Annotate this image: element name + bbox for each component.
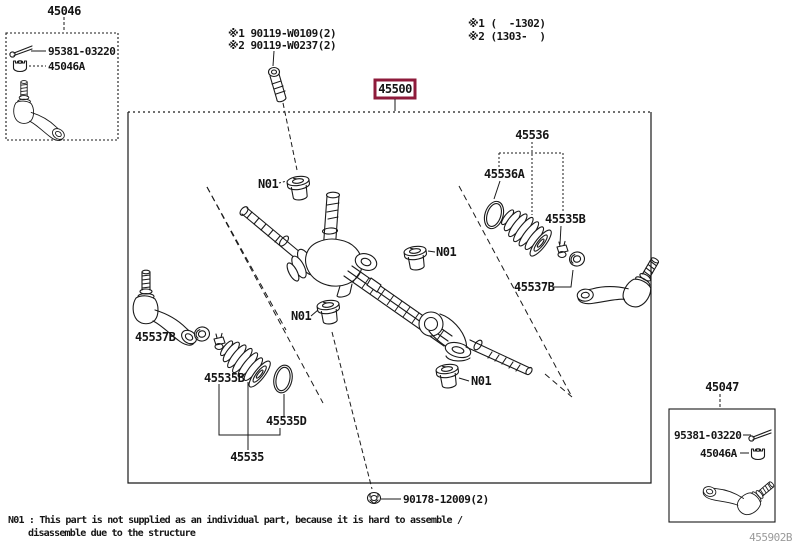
castle-nut-icon-right (750, 448, 766, 461)
callout-90178-12009[interactable]: 90178-12009(2) (403, 493, 489, 506)
figure-code-watermark: 455902B (749, 531, 793, 544)
callout-45535[interactable]: 45535 (230, 450, 264, 464)
callout-45535B-right[interactable]: 45535B (545, 212, 586, 226)
snap-ring-right (480, 198, 508, 232)
rack-guide-nut-callout: 90178-12009(2) (366, 491, 489, 506)
pinion-bolt-callout: ※1 90119-W0109(2) ※2 90119-W0237(2) (228, 27, 337, 171)
castle-nut-icon (12, 60, 28, 73)
boot-group-right: 45536 45536A 45535B 45537B (480, 128, 668, 332)
callout-45046A-right[interactable]: 45046A (700, 447, 738, 460)
tie-rod-end-drawing-box-left (13, 80, 67, 143)
callout-45046[interactable]: 45046 (47, 4, 81, 18)
label-n01-1: N01 (258, 177, 278, 191)
hex-nut-icon (366, 491, 382, 505)
footnote-line-1: N01 : This part is not supplied as an in… (8, 514, 463, 526)
label-n01-2: N01 (436, 245, 456, 259)
note-range-2: ※2 (1303- ) (468, 30, 546, 43)
applicability-notes: ※1 ( -1302) ※2 (1303- ) (468, 17, 546, 43)
footnote-line-2: disassemble due to the structure (28, 527, 196, 539)
callout-90119-W0109[interactable]: ※1 90119-W0109(2) (228, 27, 337, 40)
callout-45500-group[interactable]: 45500 (373, 78, 417, 111)
rack-shaft-right (465, 339, 533, 376)
gear-housing (286, 238, 378, 298)
boot-end-ring-left (270, 362, 296, 396)
mount-grommet-4 (434, 362, 462, 390)
callout-45536A[interactable]: 45536A (484, 167, 526, 181)
callout-90119-W0237[interactable]: ※2 90119-W0237(2) (228, 39, 337, 52)
bracket-45535 (218, 382, 281, 450)
leader-45535B-right (559, 225, 562, 245)
callout-45046A-left[interactable]: 45046A (48, 60, 86, 73)
mount-grommet-1 (285, 174, 313, 202)
leader-45537B-right (553, 269, 574, 288)
bracket-45536 (498, 142, 564, 215)
lock-washer-right (567, 249, 587, 269)
n01-labels: N01 N01 N01 N01 (258, 177, 492, 388)
callout-45535D[interactable]: 45535D (266, 414, 307, 428)
callout-45535B-left[interactable]: 45535B (204, 371, 245, 385)
callout-95381-03220-left[interactable]: 95381-03220 (48, 45, 116, 58)
box-45046: 45046 95381-03220 45046A (5, 4, 119, 143)
projection-lines (206, 185, 573, 490)
cotter-pin-icon (9, 45, 33, 58)
mount-grommet-3 (315, 298, 343, 326)
leader-bolt (272, 50, 275, 67)
inner-tie-rod-left (239, 206, 302, 260)
callout-45537B-left[interactable]: 45537B (135, 330, 176, 344)
boot-group-left: 45537B 45535B 45535D 45535 (132, 269, 307, 464)
cotter-pin-icon-right (748, 429, 772, 442)
box-45047-border (668, 408, 776, 523)
tie-rod-end-drawing-right (571, 231, 668, 332)
rack-end-housing (418, 311, 472, 362)
pinion-input-shaft (321, 191, 341, 253)
label-n01-3: N01 (291, 309, 311, 323)
callout-45047[interactable]: 45047 (705, 380, 739, 394)
bolt-drawing (267, 66, 287, 103)
leader-45536A (493, 180, 501, 200)
note-range-1: ※1 ( -1302) (468, 17, 546, 30)
callout-45500-box[interactable] (373, 78, 417, 100)
tie-rod-end-drawing-box-right (698, 450, 780, 532)
main-assembly-frame (127, 111, 652, 484)
boot-clamp-right (556, 240, 569, 259)
callout-95381-03220-right[interactable]: 95381-03220 (674, 429, 742, 442)
steering-gear-assembly-drawing (239, 174, 533, 390)
box-45046-border (5, 32, 119, 141)
label-n01-4: N01 (471, 374, 491, 388)
callout-45536[interactable]: 45536 (515, 128, 549, 142)
projection-bolt-to-bushing (282, 102, 298, 171)
callout-45500[interactable]: 45500 (378, 82, 412, 96)
callout-45537B-right[interactable]: 45537B (514, 280, 555, 294)
box-45047: 45047 95381-03220 45046A (668, 380, 780, 532)
mount-grommet-2 (402, 244, 430, 272)
